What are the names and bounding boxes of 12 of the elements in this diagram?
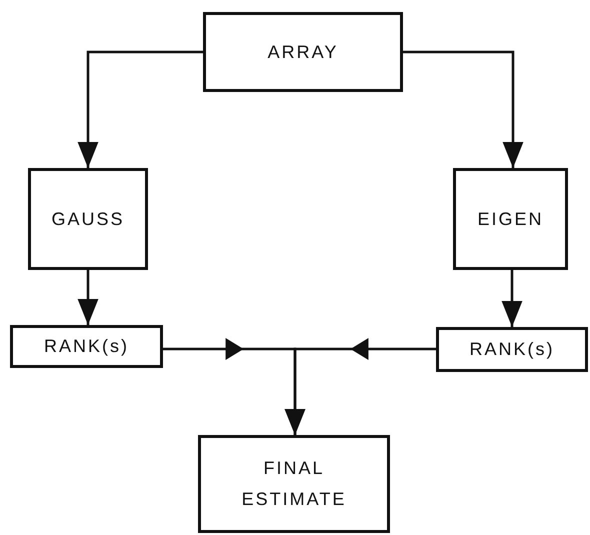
box-label: RANK(s) <box>44 335 129 358</box>
process-box <box>10 325 163 368</box>
box-label: RANK(s) <box>470 338 554 362</box>
box-label: ARRAY <box>268 40 338 64</box>
process-box <box>453 168 568 270</box>
process-box <box>28 168 148 270</box>
process-box <box>203 12 403 92</box>
box-label: FINAL ESTIMATE <box>240 457 348 511</box>
process-box <box>198 435 390 533</box>
process-box <box>436 327 588 372</box>
box-label: EIGEN <box>477 208 544 231</box>
box-label: GAUSS <box>51 208 125 231</box>
